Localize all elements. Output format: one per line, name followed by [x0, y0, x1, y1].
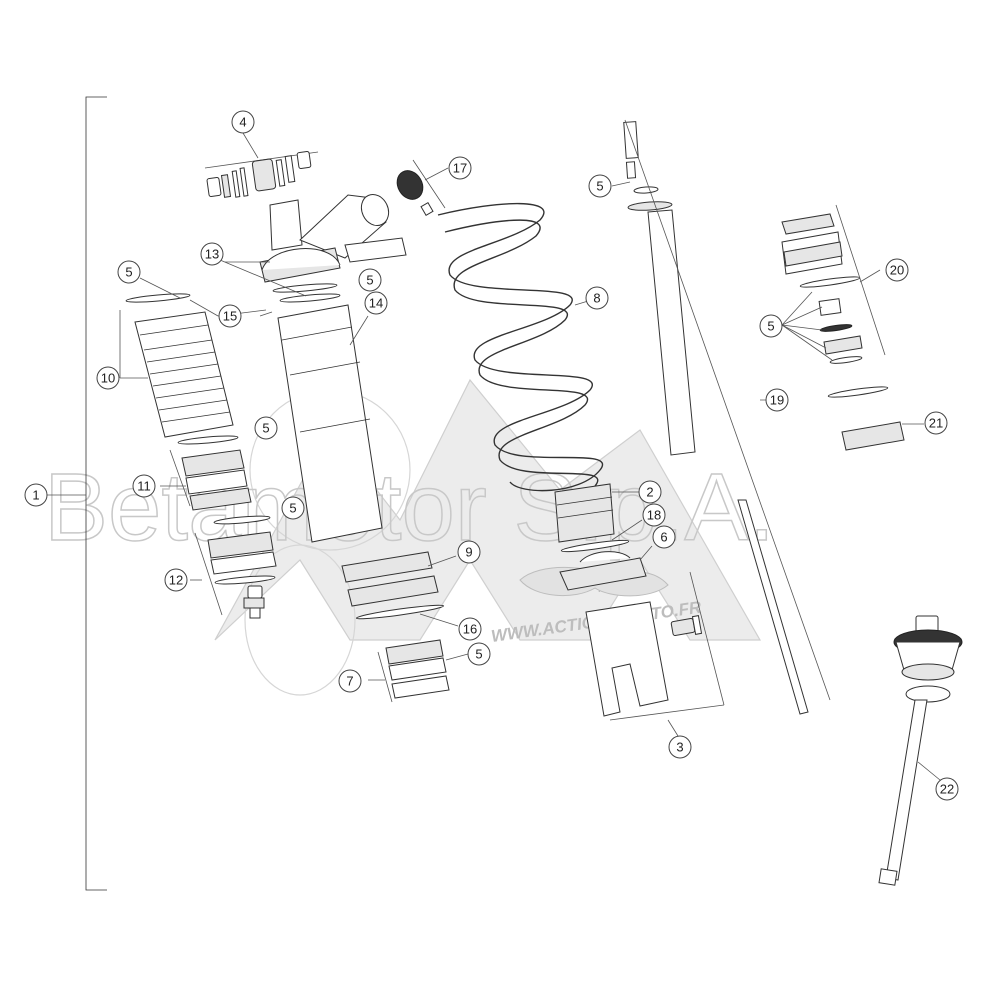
callout-3: 3	[668, 735, 692, 759]
callout-21: 21	[924, 411, 948, 435]
callout-10-label: 10	[101, 371, 115, 386]
callout-13-label: 13	[205, 247, 219, 262]
callout-9-label: 9	[465, 545, 472, 560]
part-21-bladder	[827, 386, 924, 451]
callout-20: 20	[885, 258, 909, 282]
callout-9: 9	[457, 540, 481, 564]
callout-11: 11	[132, 474, 156, 498]
part-11-bearing-stack	[160, 435, 252, 511]
part-reservoir-head	[259, 193, 407, 283]
callout-5-center-top: 5	[358, 268, 382, 292]
callout-10: 10	[96, 366, 120, 390]
callout-2: 2	[638, 480, 662, 504]
callout-20-label: 20	[890, 263, 904, 278]
callout-5-label: 5	[767, 319, 774, 334]
part-18-washer	[560, 519, 643, 553]
callout-2-label: 2	[646, 485, 653, 500]
callout-5-bottom: 5	[467, 642, 491, 666]
callout-16-label: 16	[463, 622, 477, 637]
part-9-locking-rings	[341, 551, 457, 607]
callout-17: 17	[448, 156, 472, 180]
callout-12: 12	[164, 568, 188, 592]
part-19-piston-rod	[611, 119, 831, 715]
callout-5-label: 5	[125, 265, 132, 280]
callout-22-label: 22	[940, 782, 954, 797]
callout-14-label: 14	[369, 296, 383, 311]
callout-5-left-top: 5	[117, 260, 141, 284]
callout-4-label: 4	[239, 115, 246, 130]
callout-5-left-lower: 5	[281, 496, 305, 520]
part-16-thrust-washer	[355, 604, 459, 627]
callout-6: 6	[652, 525, 676, 549]
callout-19-label: 19	[770, 393, 784, 408]
part-7-seal-stack	[368, 639, 469, 703]
part-12-piston-stack	[190, 515, 277, 619]
part-22-rod-assembly	[878, 615, 963, 886]
callout-5-label: 5	[366, 273, 373, 288]
part-10-bump-boot	[119, 310, 234, 438]
callout-8: 8	[585, 286, 609, 310]
callout-5-label: 5	[475, 647, 482, 662]
callout-14: 14	[364, 291, 388, 315]
part-5-seal-group-right	[781, 291, 863, 364]
callout-1-label: 1	[32, 488, 39, 503]
callout-16: 16	[458, 617, 482, 641]
callout-5-top-rod: 5	[588, 174, 612, 198]
callout-8-label: 8	[593, 291, 600, 306]
callout-13: 13	[200, 242, 224, 266]
callout-15-label: 15	[223, 309, 237, 324]
callout-3-label: 3	[676, 740, 683, 755]
callout-5-right-group: 5	[759, 314, 783, 338]
part-13-washers	[219, 259, 341, 303]
callout-18-label: 18	[647, 508, 661, 523]
part-6-spring-seat	[559, 545, 653, 591]
callout-19: 19	[765, 388, 789, 412]
part-17-adjuster-knob	[396, 159, 449, 217]
part-3-clevis	[585, 571, 725, 737]
callout-6-label: 6	[660, 530, 667, 545]
callout-15: 15	[218, 304, 242, 328]
callout-4: 4	[231, 110, 255, 134]
callout-17-label: 17	[453, 161, 467, 176]
callout-5-label: 5	[262, 421, 269, 436]
callout-22: 22	[935, 777, 959, 801]
callout-5-label: 5	[596, 179, 603, 194]
callout-7-label: 7	[346, 674, 353, 689]
callout-21-label: 21	[929, 416, 943, 431]
callout-11-label: 11	[137, 479, 151, 494]
callout-18: 18	[642, 503, 666, 527]
part-20-reservoir-cap-stack	[781, 204, 886, 356]
callout-5-left-mid: 5	[254, 416, 278, 440]
assembly-bracket	[46, 96, 107, 891]
part-5-oring-left	[125, 277, 191, 303]
callout-12-label: 12	[169, 573, 183, 588]
part-14-shock-body	[259, 304, 383, 543]
callout-5-label: 5	[289, 501, 296, 516]
part-4-hardware-set	[204, 132, 319, 198]
part-2-bump-stop	[554, 483, 640, 543]
callout-7: 7	[338, 669, 362, 693]
callout-1: 1	[24, 483, 48, 507]
